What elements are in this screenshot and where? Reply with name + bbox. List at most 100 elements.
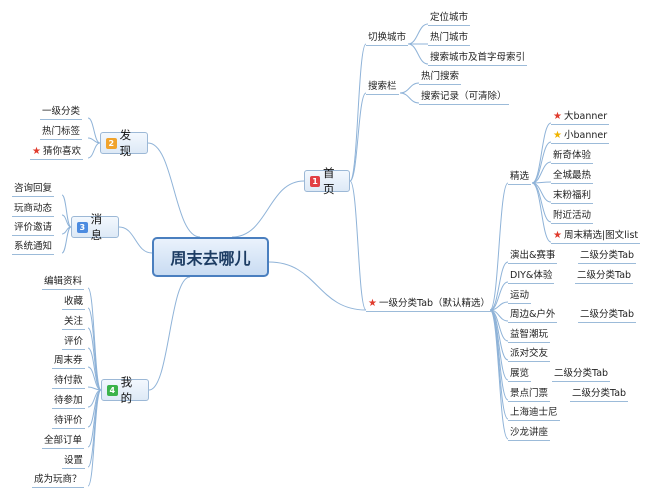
node-featured-small-banner[interactable]: ★小banner — [551, 130, 610, 144]
node-mine-item[interactable]: 成为玩商？ — [32, 474, 84, 488]
number-badge-2: 2 — [106, 137, 117, 149]
node-message-item[interactable]: 咨询回复 — [12, 183, 55, 197]
connector — [148, 276, 191, 391]
branch-mine-label: 我的 — [120, 375, 133, 405]
node-category[interactable]: DIY&体验 — [508, 270, 555, 284]
node-sub-tab[interactable]: 二级分类Tab — [570, 388, 629, 402]
star-icon: ★ — [32, 146, 41, 157]
connector — [489, 281, 509, 311]
node-mine-item[interactable]: 收藏 — [62, 296, 86, 310]
node-sub-tab[interactable]: 二级分类Tab — [575, 270, 634, 284]
node-mine-item[interactable]: 设置 — [62, 455, 86, 469]
node-sub-tab[interactable]: 二级分类Tab — [552, 368, 611, 382]
branch-message-label: 消息 — [90, 212, 103, 242]
connector — [349, 43, 367, 182]
node-switch-city[interactable]: 切换城市 — [366, 32, 409, 46]
star-icon: ★ — [553, 111, 562, 122]
connector — [87, 366, 102, 391]
branch-home-label: 首页 — [323, 166, 335, 196]
connector — [87, 389, 102, 468]
connector — [531, 161, 552, 184]
branch-mine[interactable]: 4 我的 — [101, 375, 149, 405]
root-topic[interactable]: 周末去哪儿 — [152, 237, 269, 277]
star-icon: ★ — [553, 130, 562, 141]
node-sub-tab[interactable]: 二级分类Tab — [578, 250, 637, 264]
node-search-history[interactable]: 搜索记录（可清除） — [419, 91, 509, 105]
node-category[interactable]: 周边&户外 — [508, 309, 558, 323]
node-featured-item[interactable]: 全城最热 — [551, 170, 594, 184]
node-featured-big-banner-label: 大banner — [563, 111, 608, 122]
node-mine-item[interactable]: 待参加 — [52, 395, 85, 409]
connector — [87, 389, 102, 487]
node-category-tab-label: 一级分类Tab（默认精选） — [378, 298, 491, 309]
node-message-item[interactable]: 评价邀请 — [12, 222, 55, 236]
connector — [87, 287, 102, 391]
node-featured-big-banner[interactable]: ★大banner — [551, 111, 610, 125]
node-hot-search[interactable]: 热门搜索 — [419, 71, 462, 85]
node-search-city[interactable]: 搜索城市及首字母索引 — [428, 52, 528, 66]
branch-home[interactable]: 1 首页 — [304, 166, 350, 196]
connector — [531, 141, 552, 184]
node-category[interactable]: 景点门票 — [508, 388, 551, 402]
connector — [349, 92, 367, 182]
node-featured[interactable]: 精选 — [508, 171, 532, 185]
node-featured-weekend-list[interactable]: ★周末精选|图文list — [551, 230, 641, 244]
node-discover-item[interactable]: 热门标签 — [40, 126, 83, 140]
node-category[interactable]: 派对交友 — [508, 348, 551, 362]
node-locate-city[interactable]: 定位城市 — [428, 12, 471, 26]
node-mine-item[interactable]: 编辑资料 — [42, 276, 85, 290]
connector — [87, 347, 102, 391]
node-mine-item[interactable]: 待评价 — [52, 415, 85, 429]
connector — [407, 43, 429, 65]
node-mine-item[interactable]: 关注 — [62, 316, 86, 330]
node-discover-guess-label: 猜你喜欢 — [42, 146, 81, 157]
node-featured-item[interactable]: 末粉福利 — [551, 190, 594, 204]
number-badge-3: 3 — [77, 221, 88, 233]
connector — [147, 142, 201, 238]
connector — [489, 309, 509, 401]
node-category[interactable]: 演出&赛事 — [508, 250, 558, 264]
node-message-item[interactable]: 系统通知 — [12, 241, 55, 255]
connector — [231, 180, 305, 238]
connector — [399, 82, 420, 94]
node-featured-small-banner-label: 小banner — [563, 130, 608, 141]
node-featured-weekend-list-label: 周末精选|图文list — [563, 230, 639, 241]
node-mine-item[interactable]: 周末券 — [52, 355, 85, 369]
branch-message[interactable]: 3 消息 — [71, 212, 119, 242]
connector — [349, 180, 367, 311]
branch-discover-label: 发现 — [119, 128, 132, 158]
node-message-item[interactable]: 玩商动态 — [12, 203, 55, 217]
node-category[interactable]: 运动 — [508, 290, 532, 304]
connector — [407, 23, 429, 45]
node-category[interactable]: 益智潮玩 — [508, 329, 551, 343]
connector — [531, 182, 552, 243]
node-sub-tab[interactable]: 二级分类Tab — [578, 309, 637, 323]
node-category-tab[interactable]: ★一级分类Tab（默认精选） — [366, 298, 493, 312]
connector — [118, 226, 153, 254]
node-mine-item[interactable]: 待付款 — [52, 375, 85, 389]
node-featured-item[interactable]: 附近活动 — [551, 210, 594, 224]
node-mine-item[interactable]: 全部订单 — [42, 435, 85, 449]
connector — [399, 92, 420, 104]
node-search-bar[interactable]: 搜索栏 — [366, 81, 399, 95]
branch-discover[interactable]: 2 发现 — [100, 128, 148, 158]
node-featured-item[interactable]: 新奇体验 — [551, 150, 594, 164]
node-discover-guess[interactable]: ★猜你喜欢 — [30, 146, 83, 160]
node-discover-item[interactable]: 一级分类 — [40, 106, 83, 120]
connector — [489, 309, 509, 440]
connector — [531, 122, 552, 184]
node-mine-item[interactable]: 评价 — [62, 336, 86, 350]
node-category[interactable]: 上海迪士尼 — [508, 407, 560, 421]
node-hot-city[interactable]: 热门城市 — [428, 32, 471, 46]
connector — [87, 117, 101, 144]
connector — [489, 182, 509, 311]
connector — [61, 194, 72, 228]
connector — [268, 261, 367, 311]
node-category[interactable]: 展览 — [508, 368, 532, 382]
number-badge-1: 1 — [310, 175, 321, 187]
number-badge-4: 4 — [107, 384, 118, 396]
connector — [87, 142, 101, 159]
connector — [61, 226, 72, 254]
node-category[interactable]: 沙龙讲座 — [508, 427, 551, 441]
